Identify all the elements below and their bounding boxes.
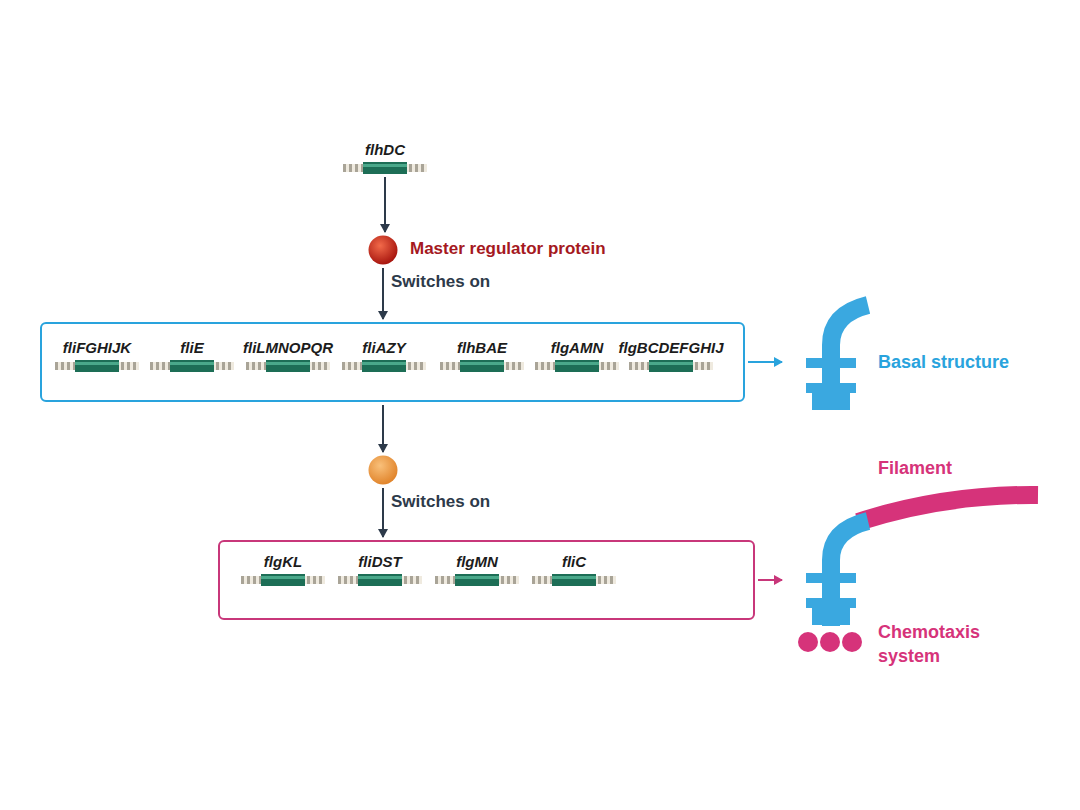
gene-graphic — [343, 162, 427, 174]
arrow-connector — [382, 405, 384, 452]
protein-circle — [368, 235, 398, 265]
part-label: Basal structure — [878, 350, 1009, 374]
arrow-connector — [384, 177, 386, 232]
flagellum-part: FilamentChemotaxis system — [785, 455, 1043, 670]
gene-name: fliE — [148, 339, 236, 357]
gene-graphic — [55, 360, 139, 372]
regulator-protein: Master regulator protein — [368, 235, 398, 265]
gene-name: flhBAE — [438, 339, 526, 357]
gene: flgBCDEFGHIJ — [617, 339, 726, 372]
gene-group-box: flgKL fliDST flgMN fliC — [218, 540, 755, 620]
gene: fliAZY — [340, 339, 428, 372]
gene: flhDC — [341, 141, 429, 174]
gene-graphic — [241, 574, 325, 586]
gene-graphic — [532, 574, 616, 586]
gene: fliDST — [336, 553, 424, 586]
gene-name: fliLMNOPQR — [241, 339, 335, 357]
edge-label: Switches on — [389, 492, 492, 512]
gene: fliC — [530, 553, 618, 586]
gene: fliFGHIJK — [53, 339, 141, 372]
gene: flhBAE — [438, 339, 526, 372]
gene-name: flgAMN — [533, 339, 621, 357]
gene-graphic — [342, 360, 426, 372]
protein-circle — [368, 455, 398, 485]
gene-name: flgBCDEFGHIJ — [617, 339, 726, 357]
gene-name: fliDST — [336, 553, 424, 571]
basal-structure-figure — [806, 305, 868, 410]
arrow-connector — [382, 488, 384, 537]
gene-graphic — [435, 574, 519, 586]
gene-graphic — [535, 360, 619, 372]
protein-label: Master regulator protein — [410, 239, 606, 259]
gene-graphic — [440, 360, 524, 372]
gene-name: flhDC — [341, 141, 429, 159]
gene: flgKL — [239, 553, 327, 586]
gene-graphic — [629, 360, 713, 372]
gene-group-box: fliFGHIJK fliE fliLMNOPQR fliAZY flhBAE flgAM… — [40, 322, 745, 402]
edge-label: Switches on — [389, 272, 492, 292]
part-label: Filament — [878, 456, 952, 480]
gene-name: flgKL — [239, 553, 327, 571]
gene-name: flgMN — [433, 553, 521, 571]
gene: fliE — [148, 339, 236, 372]
gene-name: fliAZY — [340, 339, 428, 357]
gene: flgAMN — [533, 339, 621, 372]
arrow-connector — [382, 268, 384, 319]
flagellum-part: Basal structure — [785, 300, 1040, 415]
gene-name: fliC — [530, 553, 618, 571]
gene-graphic — [246, 360, 330, 372]
gene: fliLMNOPQR — [241, 339, 335, 372]
arrow-connector — [758, 579, 782, 581]
gene-name: fliFGHIJK — [53, 339, 141, 357]
gene-graphic — [338, 574, 422, 586]
arrow-connector — [748, 361, 782, 363]
regulator-protein — [368, 455, 398, 485]
gene: flgMN — [433, 553, 521, 586]
gene-graphic — [150, 360, 234, 372]
part-label: Chemotaxis system — [878, 620, 990, 668]
